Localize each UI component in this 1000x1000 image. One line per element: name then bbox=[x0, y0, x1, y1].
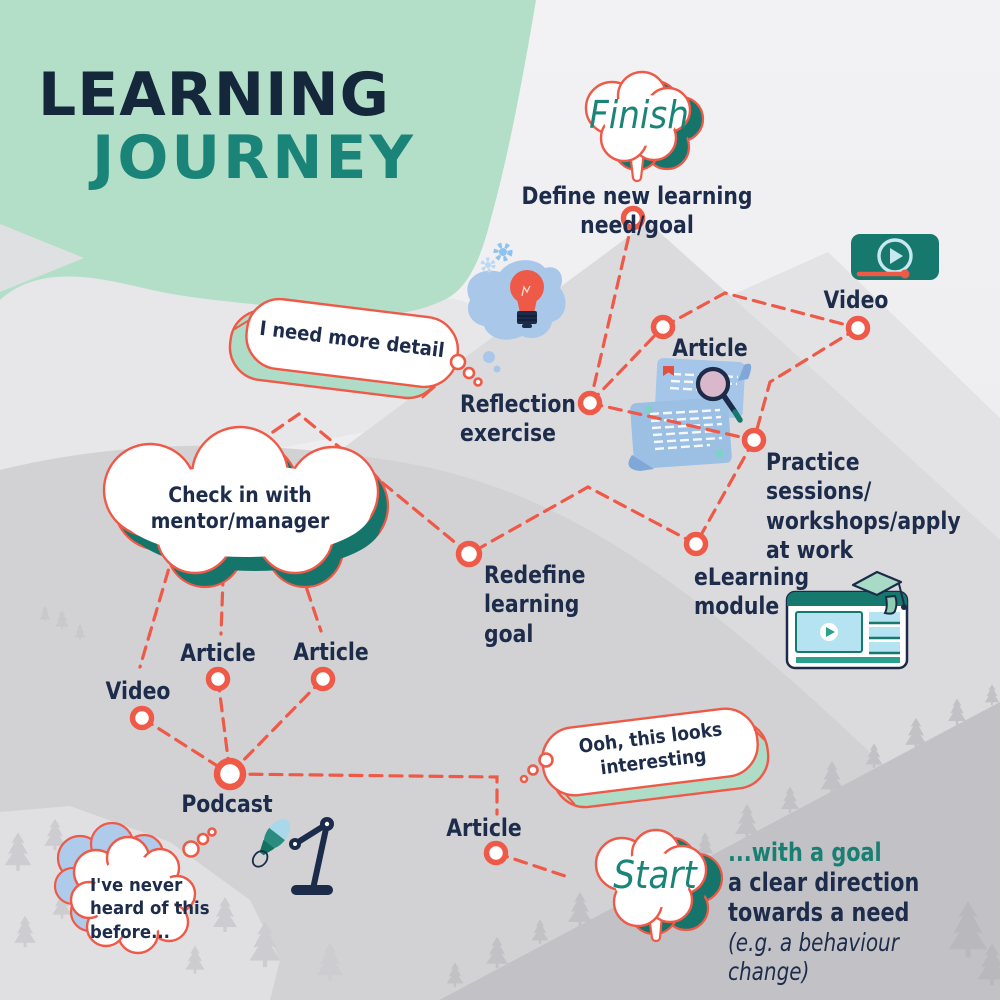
node-redefine bbox=[455, 540, 483, 568]
never-heard-bubble-label: I've never heard of this before... bbox=[90, 875, 210, 943]
start-caption-line4: (e.g. a behaviour change) bbox=[728, 928, 899, 986]
finish-cloud bbox=[584, 70, 705, 183]
green-blob bbox=[0, 0, 536, 316]
step-elearning-label: eLearning module bbox=[694, 563, 810, 621]
journey-nodes bbox=[129, 205, 871, 866]
node-define bbox=[620, 205, 646, 231]
interesting-bubble bbox=[541, 707, 770, 809]
start-caption-line3: towards a need bbox=[728, 898, 910, 928]
graduation-cap-icon bbox=[851, 570, 907, 615]
step-article-mid-right-label: Article bbox=[293, 638, 369, 666]
node-video-top bbox=[845, 315, 871, 341]
interesting-thought-dots bbox=[519, 752, 554, 784]
step-video-top-label: Video bbox=[823, 286, 889, 314]
need-detail-bubble bbox=[228, 297, 460, 400]
check-in-bubble-label: Check in with mentor/manager bbox=[150, 483, 330, 534]
step-article-top-label: Article bbox=[672, 334, 748, 362]
title-line-journey: JOURNEY bbox=[92, 123, 416, 193]
start-cloud bbox=[594, 828, 724, 943]
node-article-top bbox=[650, 314, 676, 340]
step-practice-label: Practice sessions/ workshops/apply at wo… bbox=[766, 448, 961, 564]
title-line-learning: LEARNING bbox=[38, 60, 390, 130]
step-article-mid-left-label: Article bbox=[180, 639, 256, 667]
podcast-microphone-icon bbox=[251, 817, 334, 895]
node-article-bottom bbox=[483, 840, 509, 866]
lightbulb-icon bbox=[467, 242, 566, 373]
start-caption-line2: a clear direction bbox=[728, 868, 920, 898]
gears-icon bbox=[480, 242, 513, 273]
node-podcast-hub bbox=[213, 757, 247, 791]
right-forest-ridge bbox=[439, 684, 1000, 1000]
never-heard-cloud bbox=[53, 821, 217, 955]
node-elearning bbox=[683, 531, 709, 557]
step-video-left-label: Video bbox=[105, 677, 171, 705]
step-article-bottom-label: Article bbox=[446, 814, 522, 842]
video-player-icon bbox=[851, 234, 939, 280]
check-in-cloud bbox=[102, 425, 390, 589]
node-video-left bbox=[129, 705, 155, 731]
start-caption-line1: ...with a goal bbox=[728, 838, 882, 868]
node-reflection bbox=[577, 390, 603, 416]
step-redefine-label: Redefine learning goal bbox=[484, 561, 586, 648]
node-article-mid-left bbox=[205, 666, 231, 692]
finish-label: Finish bbox=[589, 93, 689, 137]
article-scroll-magnifier-icon bbox=[628, 358, 752, 471]
node-article-mid-right bbox=[310, 666, 336, 692]
step-define-label: Define new learning need/goal bbox=[521, 182, 753, 240]
need-detail-thought-dots bbox=[449, 353, 483, 387]
never-heard-thought-dots bbox=[182, 827, 217, 858]
elearning-window-gradcap-icon bbox=[785, 570, 909, 670]
start-label: Start bbox=[613, 853, 697, 897]
step-reflection-label: Reflection exercise bbox=[460, 390, 576, 448]
step-podcast-label: Podcast bbox=[181, 790, 273, 818]
node-practice bbox=[741, 427, 767, 453]
